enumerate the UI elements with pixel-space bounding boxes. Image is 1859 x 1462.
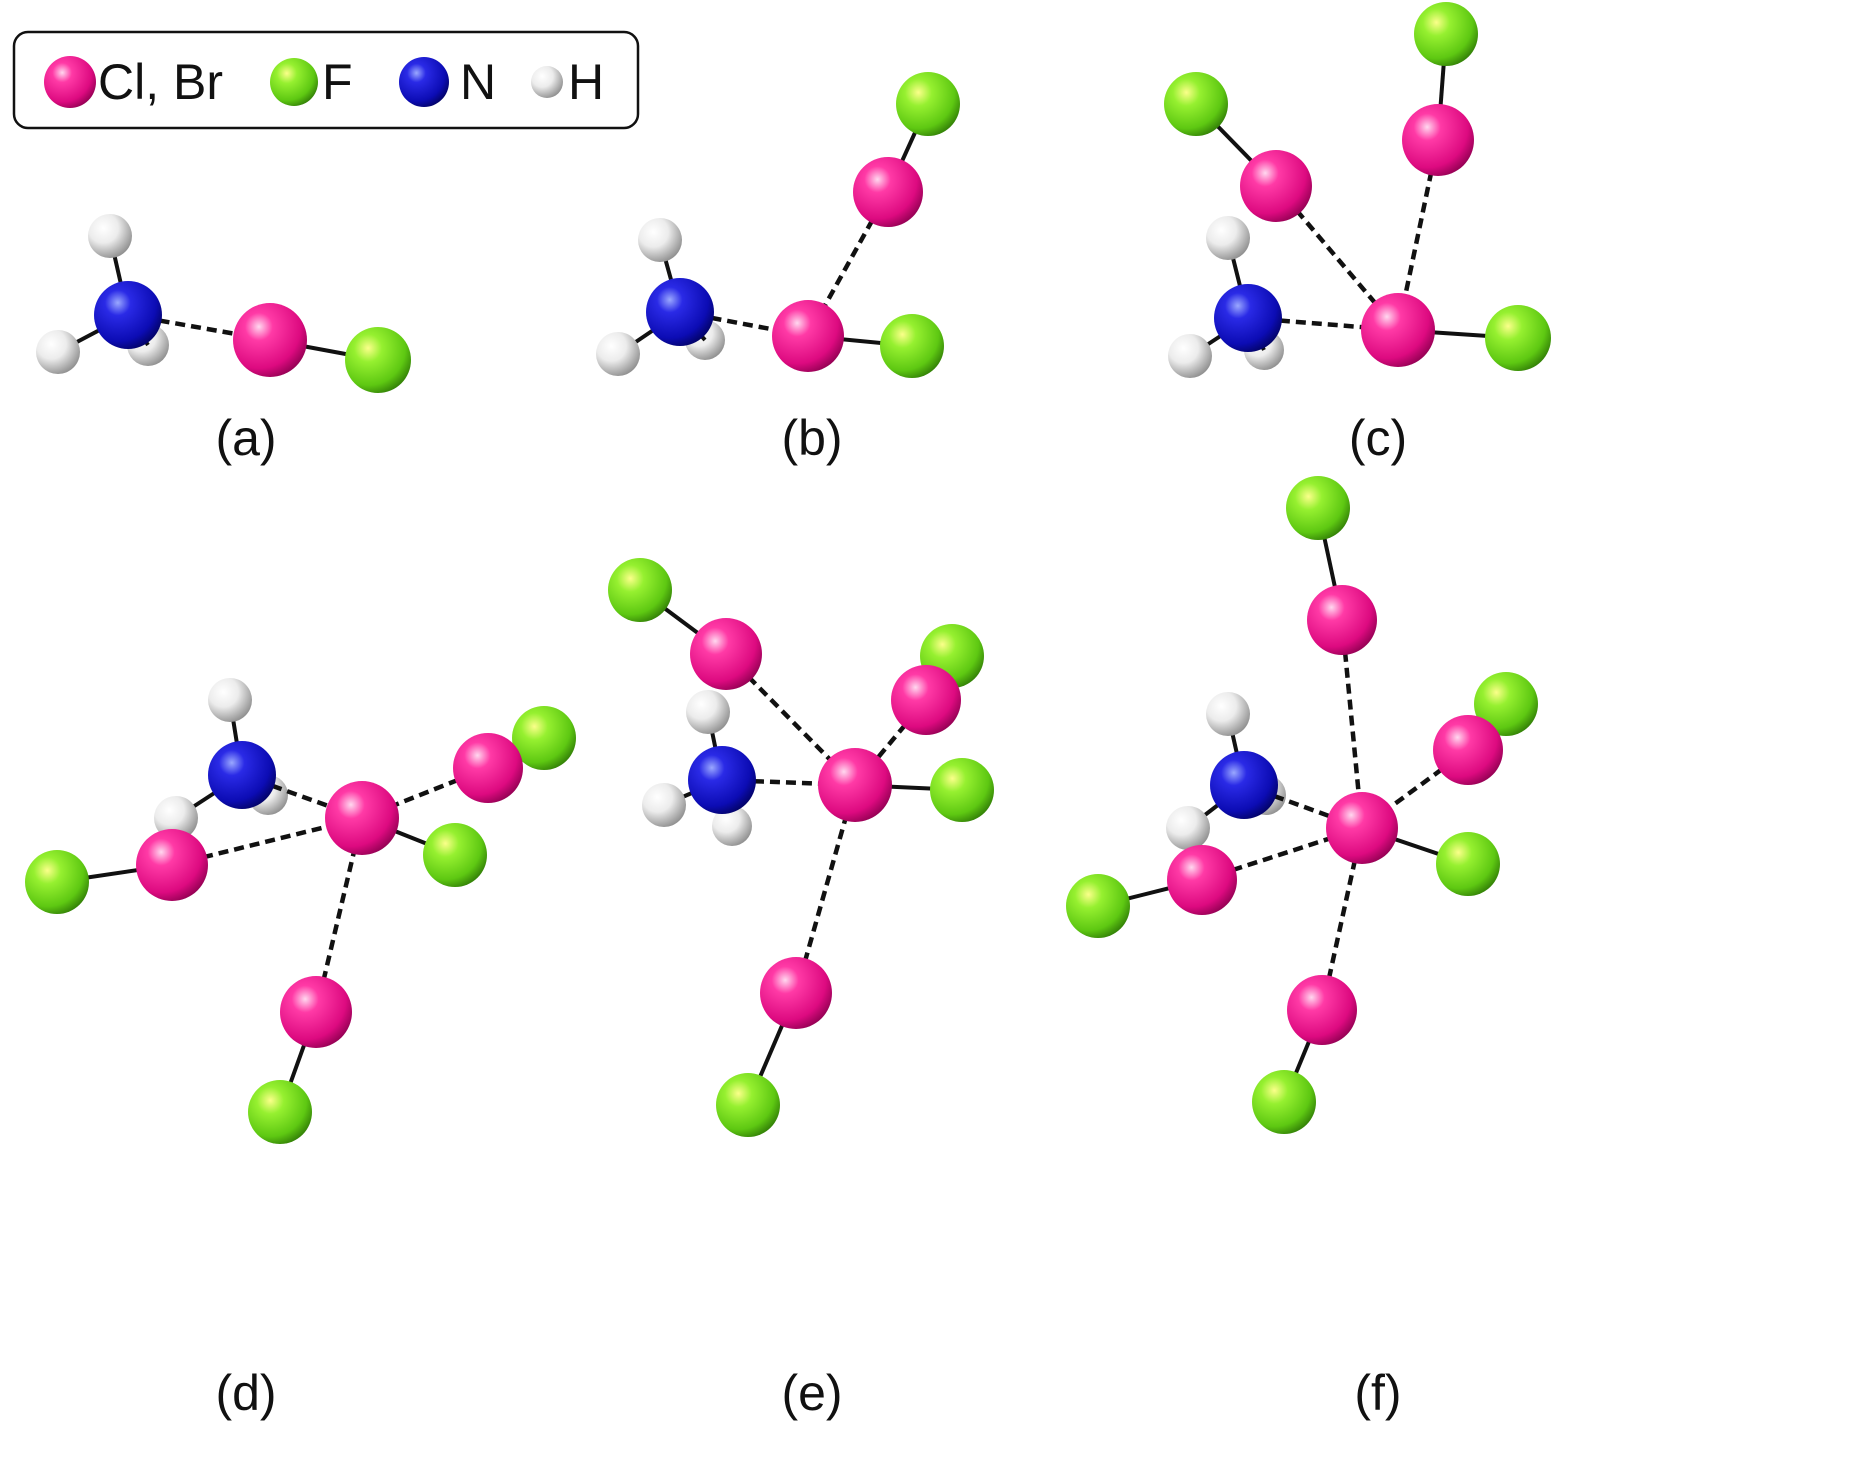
halogen-atom [233,303,307,377]
fluorine-atom [716,1073,780,1137]
fluorine-atom [25,850,89,914]
molecules [25,2,1551,1144]
legend-frame [12,30,640,130]
halogen-atom [853,157,923,227]
hydrogen-atom [686,690,730,734]
fluorine-atom [1164,72,1228,136]
fluorine-atom [345,327,411,393]
halogen-atom [818,748,892,822]
atoms-front-b [596,72,960,378]
legend-item-halogen: Cl, Br [44,54,223,110]
halogen-atom [325,781,399,855]
nitrogen-atom [208,741,276,809]
molecule-panel-c [1164,2,1551,378]
halogen-atom [1433,715,1503,785]
halogen-atom [1326,792,1398,864]
nitrogen-atom [646,278,714,346]
halogen-atom [1307,585,1377,655]
legend-label-nitrogen: N [460,54,496,110]
legend-label-hydrogen: H [568,54,604,110]
hydrogen-atom [638,218,682,262]
halogen-atom [690,618,762,690]
panel-label-d: (d) [215,1365,276,1421]
atoms-front-f [1066,476,1538,1134]
halogen-atom [1287,975,1357,1045]
hydrogen-atom [36,330,80,374]
legend-item-fluorine: F [270,54,353,110]
halogen-atom [1240,150,1312,222]
legend-label-halogen: Cl, Br [98,54,223,110]
atoms-front-a [36,214,411,393]
atoms-front-e [608,558,994,1137]
halogen-atom [453,733,523,803]
fluorine-atom [423,823,487,887]
halogen-atom [891,665,961,735]
fluorine-atom [880,314,944,378]
halogen-atom-icon [44,56,96,108]
hydrogen-atom [1168,334,1212,378]
nitrogen-atom-icon [399,57,449,107]
fluorine-atom [896,72,960,136]
halogen-atom [136,829,208,901]
hydrogen-atom-icon [531,66,563,98]
legend-item-nitrogen: N [399,54,496,110]
molecule-panel-e [608,558,994,1137]
panel-label-a: (a) [215,410,276,466]
fluorine-atom [1252,1070,1316,1134]
hydrogen-atom [154,796,198,840]
panel-label-f: (f) [1354,1365,1401,1421]
fluorine-atom [1485,305,1551,371]
fluorine-atom [1286,476,1350,540]
hydrogen-atom [642,783,686,827]
hydrogen-atom [88,214,132,258]
panel-label-c: (c) [1349,410,1407,466]
atoms-front-d [25,678,576,1144]
halogen-atom [1361,293,1435,367]
hydrogen-atom [596,332,640,376]
legend-item-hydrogen: H [531,54,604,110]
hydrogen-atom [1206,216,1250,260]
halogen-atom [772,300,844,372]
panel-label-b: (b) [781,410,842,466]
fluorine-atom [248,1080,312,1144]
halogen-atom [760,957,832,1029]
halogen-bond-dashed [1201,825,1363,883]
molecule-panel-d [25,678,576,1144]
fluorine-atom [608,558,672,622]
nitrogen-atom [1210,751,1278,819]
nitrogen-atom [1214,284,1282,352]
legend-label-fluorine: F [322,54,353,110]
nitrogen-atom [94,281,162,349]
hydrogen-atom [712,806,752,846]
panel-labels: (a) (b) (c) (d) (e) (f) [215,410,1407,1421]
fluorine-atom [1436,832,1500,896]
molecule-panel-f [1066,476,1538,1134]
atoms-front-c [1164,2,1551,378]
fluorine-atom [930,758,994,822]
halogen-atom [1167,845,1237,915]
fluorine-atom [512,706,576,770]
molecule-panel-a [36,214,411,393]
fluorine-atom-icon [270,58,318,106]
halogen-atom [280,976,352,1048]
fluorine-atom [1414,2,1478,66]
molecule-panel-b [596,72,960,378]
fluorine-atom [1474,672,1538,736]
panel-label-e: (e) [781,1365,842,1421]
legend: Cl, Br F N H [12,30,640,130]
nitrogen-atom [688,746,756,814]
hydrogen-atom [208,678,252,722]
fluorine-atom [1066,874,1130,938]
hydrogen-atom [1206,692,1250,736]
hydrogen-atom [1166,806,1210,850]
halogen-atom [1402,104,1474,176]
